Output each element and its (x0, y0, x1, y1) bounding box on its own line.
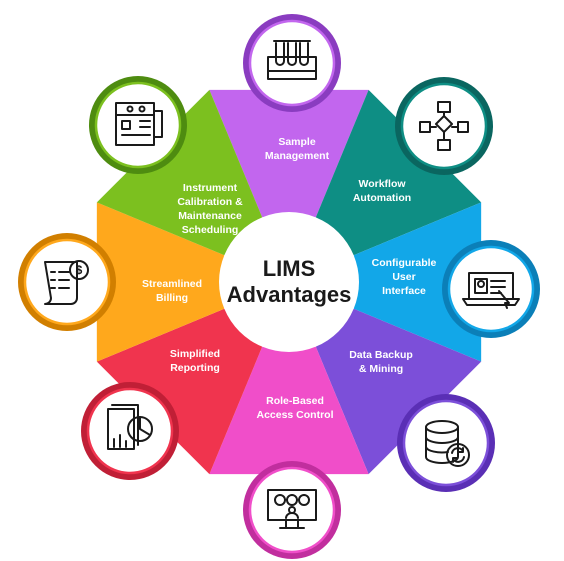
lab-instrument-icon (115, 102, 163, 146)
database-sync-icon (425, 420, 470, 467)
icon-circles: $ (23, 19, 535, 554)
test-tubes-rack-icon (267, 40, 317, 80)
icon-badge-workflow (400, 82, 488, 170)
segment-backup (315, 308, 482, 475)
report-chart-icon (107, 404, 153, 450)
segment-ui (353, 202, 482, 362)
monitor-user-approval-icon (267, 489, 317, 529)
icon-badge-ui (447, 245, 535, 333)
segment-reporting (96, 308, 263, 475)
center-title-line2: Advantages (227, 282, 352, 307)
segment-calibration (96, 89, 263, 256)
center-circle (219, 212, 359, 352)
segment-billing (96, 202, 225, 362)
icon-badge-backup (402, 399, 490, 487)
icon-badge-access (248, 466, 336, 554)
bill-dollar-icon: $ (44, 260, 89, 305)
segment-label-backup: Data Backup& Mining (349, 349, 413, 375)
icon-badge-reporting (86, 387, 174, 475)
icon-badge-calibration (94, 81, 182, 169)
segment-workflow (315, 89, 482, 256)
svg-text:$: $ (76, 263, 83, 277)
icon-badge-sample (248, 19, 336, 107)
laptop-profile-icon (462, 272, 520, 309)
segment-sample (209, 89, 369, 218)
segment-access (209, 346, 369, 475)
flowchart-icon (419, 101, 469, 151)
segment-ring (96, 89, 482, 475)
center-title-line1: LIMS (263, 256, 316, 281)
icon-badge-billing: $ (23, 238, 111, 326)
